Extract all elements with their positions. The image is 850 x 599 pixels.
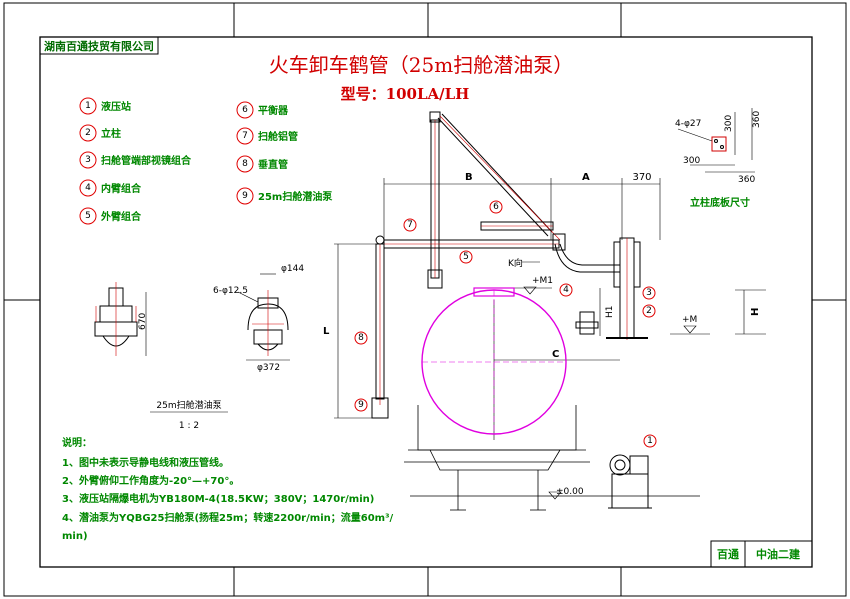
base-plate-dim-360-h: 360 [738, 175, 755, 185]
legend-num: 3 [85, 155, 91, 165]
legend-label: 外臂组合 [100, 210, 142, 223]
legend-label: 25m扫舱潜油泵 [258, 190, 333, 203]
svg-text:1: 1 [647, 436, 653, 446]
pump-detail: 670 φ144 6-φ12.5 φ372 25m扫舱潜油泵 1 : 2 [94, 264, 304, 431]
svg-text:7: 7 [407, 220, 413, 230]
title-block: 百通 中油二建 [710, 540, 813, 568]
legend-num: 9 [242, 191, 248, 201]
legend-label: 扫舱管端部视镜组合 [101, 154, 192, 167]
svg-text:4: 4 [563, 285, 569, 295]
legend-label: 垂直管 [258, 158, 288, 171]
dim-370: 370 [632, 172, 651, 183]
pump-detail-title: 25m扫舱潜油泵 [156, 399, 221, 411]
base-plate-detail: 4-φ27 300 360 300 360 立柱底板尺寸 [675, 108, 762, 209]
svg-text:9: 9 [358, 400, 364, 410]
legend-num: 1 [85, 101, 91, 111]
legend-num: 2 [85, 128, 91, 138]
legend-label: 内臂组合 [101, 182, 142, 195]
note-line-5: min) [62, 531, 88, 542]
company-name: 湖南百通技贸有限公司 [44, 39, 154, 53]
svg-text:2: 2 [646, 306, 652, 316]
title-block-right: 中油二建 [756, 547, 801, 561]
legend-label: 立柱 [101, 127, 121, 140]
legend-num: 4 [85, 183, 91, 193]
svg-text:3: 3 [646, 288, 652, 298]
legend-num: 7 [242, 131, 248, 141]
base-plate-dim-360-v: 360 [752, 111, 762, 128]
svg-text:5: 5 [463, 252, 469, 262]
dim-C: C [552, 349, 559, 360]
notes-heading: 说明： [62, 436, 92, 449]
level-zero: ±0.00 [556, 487, 584, 497]
base-plate-dim-300-h: 300 [683, 156, 700, 166]
legend-label: 液压站 [101, 100, 131, 113]
svg-text:6: 6 [493, 202, 499, 212]
dim-H1: H1 [605, 306, 615, 319]
level-M: +M [682, 315, 697, 325]
pump-height-670: 670 [138, 313, 148, 330]
loading-arm-drawing: B A 370 L [323, 111, 766, 511]
pump-dia-372: φ372 [257, 363, 280, 373]
zone-ticks [4, 3, 846, 596]
legend-column-2: 6 平衡器 7 扫舱铝管 8 垂直管 9 25m扫舱潜油泵 [236, 101, 333, 205]
pump-holes: 6-φ12.5 [213, 286, 248, 296]
dim-K: K向 [508, 257, 523, 269]
title-block-left: 百通 [717, 548, 739, 561]
model-number: 型号：100LA/LH [341, 85, 470, 103]
note-line-1: 1、图中未表示导静电线和液压管线。 [62, 456, 229, 469]
base-plate-dim-300-v: 300 [724, 115, 734, 132]
level-M1: +M1 [532, 276, 553, 286]
inner-border [39, 36, 813, 568]
legend-label: 扫舱铝管 [258, 130, 298, 143]
dim-L: L [323, 326, 330, 337]
drawing-title: 火车卸车鹤管（25m扫舱潜油泵） [269, 53, 573, 77]
legend-num: 6 [242, 105, 248, 115]
hydraulic-station [608, 454, 652, 509]
dim-H: H [750, 308, 761, 316]
base-plate-title: 立柱底板尺寸 [690, 196, 750, 209]
legend-num: 5 [85, 211, 91, 221]
legend-label: 平衡器 [258, 104, 289, 117]
pump-detail-scale: 1 : 2 [179, 421, 199, 431]
base-plate-bolt: 4-φ27 [675, 119, 701, 129]
legend-column-1: 1 液压站 2 立柱 3 扫舱管端部视镜组合 4 内臂组合 5 外臂组合 [79, 97, 192, 225]
legend-num: 8 [242, 159, 248, 169]
company-box [39, 36, 159, 55]
dim-A: A [582, 172, 590, 183]
dim-B: B [465, 172, 473, 183]
note-line-2: 2、外臂俯仰工作角度为-20°—+70°。 [62, 474, 239, 487]
note-line-3: 3、液压站隔爆电机为YB180M-4(18.5KW；380V；1470r/min… [62, 492, 374, 505]
notes: 说明： 1、图中未表示导静电线和液压管线。 2、外臂俯仰工作角度为-20°—+7… [62, 436, 393, 542]
svg-text:8: 8 [358, 333, 364, 343]
note-line-4: 4、潜油泵为YQBG25扫舱泵(扬程25m；转速2200r/min；流量60m³… [62, 511, 393, 524]
pump-dia-144: φ144 [281, 264, 304, 274]
